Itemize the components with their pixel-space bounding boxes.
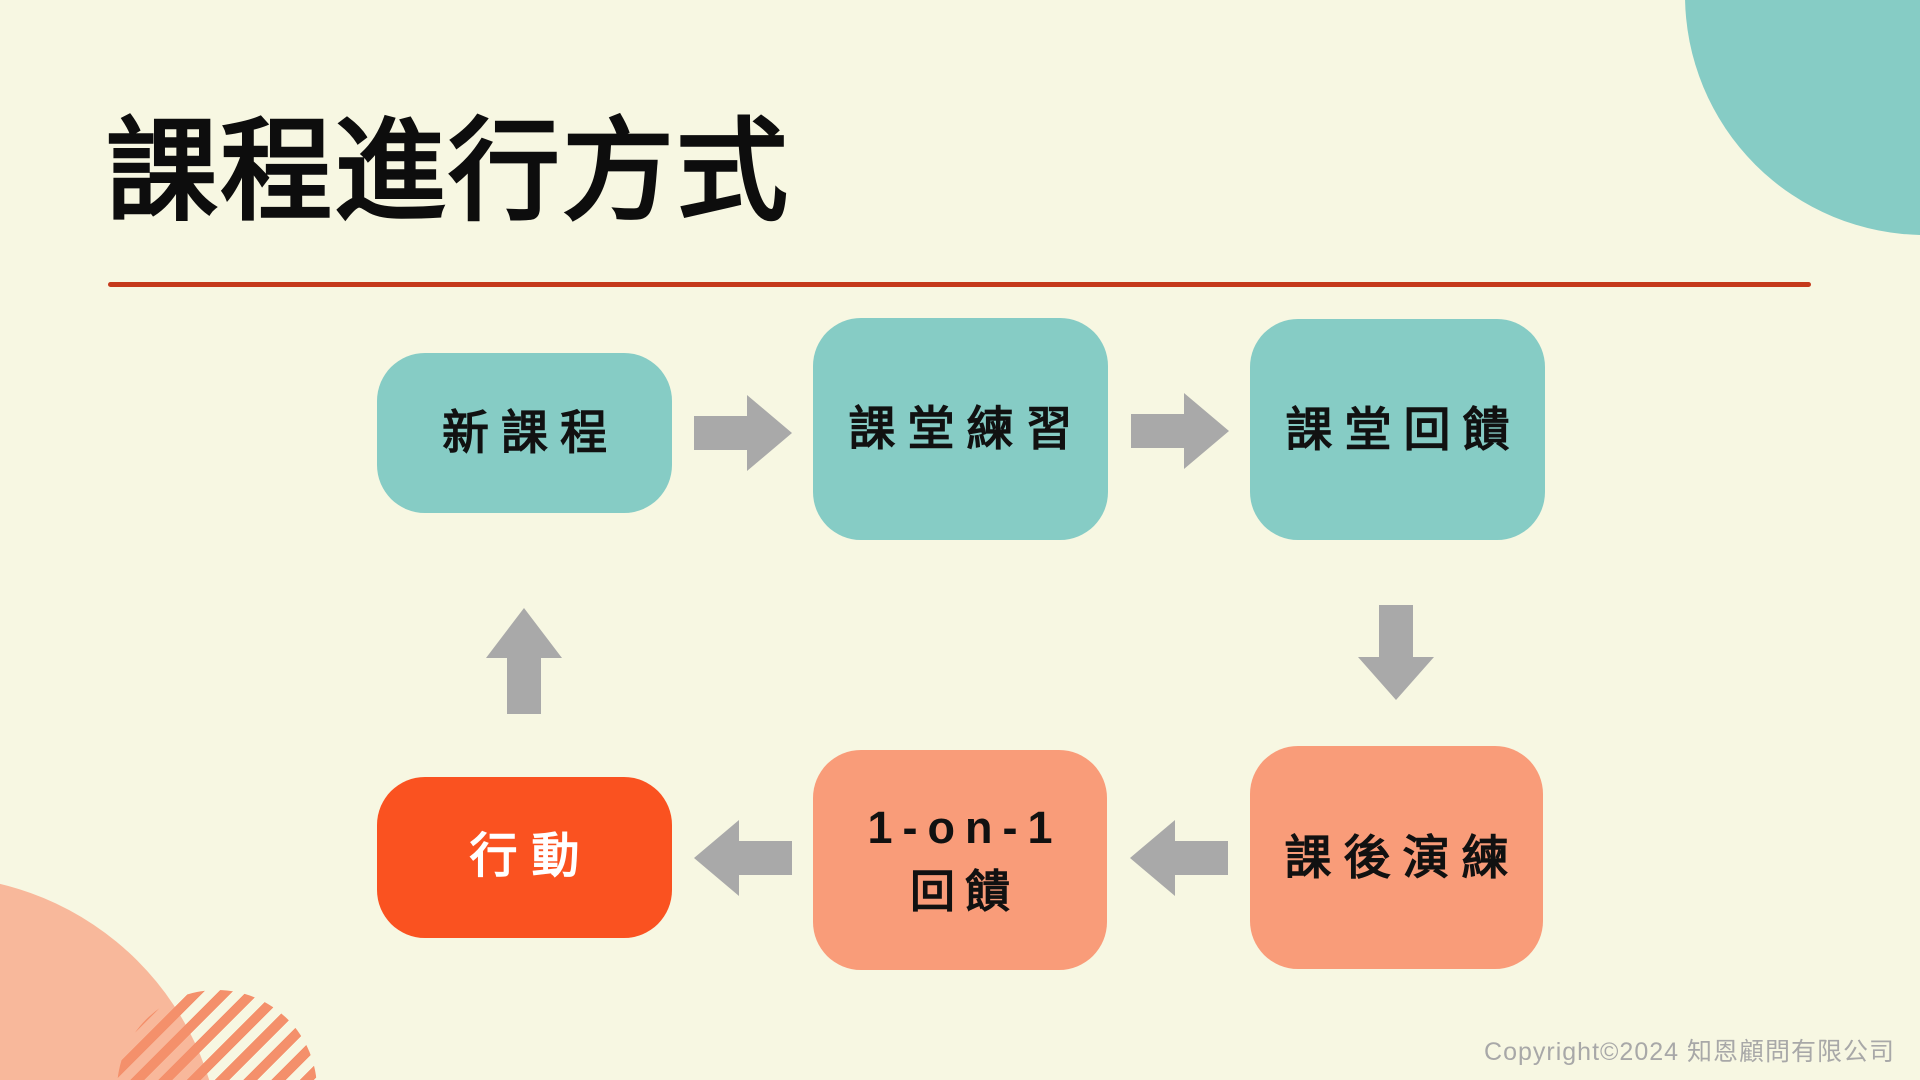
flow-step-action: 行動 <box>377 777 672 938</box>
arrow-right-icon <box>694 395 792 471</box>
flow-step-after-class-drill: 課後演練 <box>1250 746 1543 969</box>
flow-step-new-course: 新課程 <box>377 353 672 513</box>
flow-step-label: 課後演練 <box>1284 830 1521 884</box>
arrow-left-icon <box>1130 820 1228 896</box>
arrow-right-icon <box>1131 393 1229 469</box>
flow-step-label: 新課程 <box>442 406 619 460</box>
flow-step-one-on-one-feedback: 1-on-1 回饋 <box>813 750 1107 970</box>
flow-step-label: 課堂練習 <box>848 402 1085 456</box>
teal-corner-circle <box>1685 0 1920 235</box>
arrow-up-icon <box>486 608 562 714</box>
copyright-text: Copyright©2024 知恩顧問有限公司 <box>1484 1038 1895 1066</box>
flow-step-label: 課堂回饋 <box>1285 402 1522 456</box>
arrow-down-icon <box>1358 605 1434 700</box>
flow-step-class-feedback: 課堂回饋 <box>1250 319 1545 540</box>
flow-step-label: 行動 <box>469 830 594 884</box>
flow-step-class-practice: 課堂練習 <box>813 318 1108 540</box>
arrow-left-icon <box>694 820 792 896</box>
flow-step-label-line1: 1-on-1 <box>867 802 1063 854</box>
title-divider-line <box>108 282 1811 287</box>
flow-step-label-line2: 回饋 <box>909 866 1020 917</box>
page-title: 課程進行方式 <box>106 109 790 234</box>
